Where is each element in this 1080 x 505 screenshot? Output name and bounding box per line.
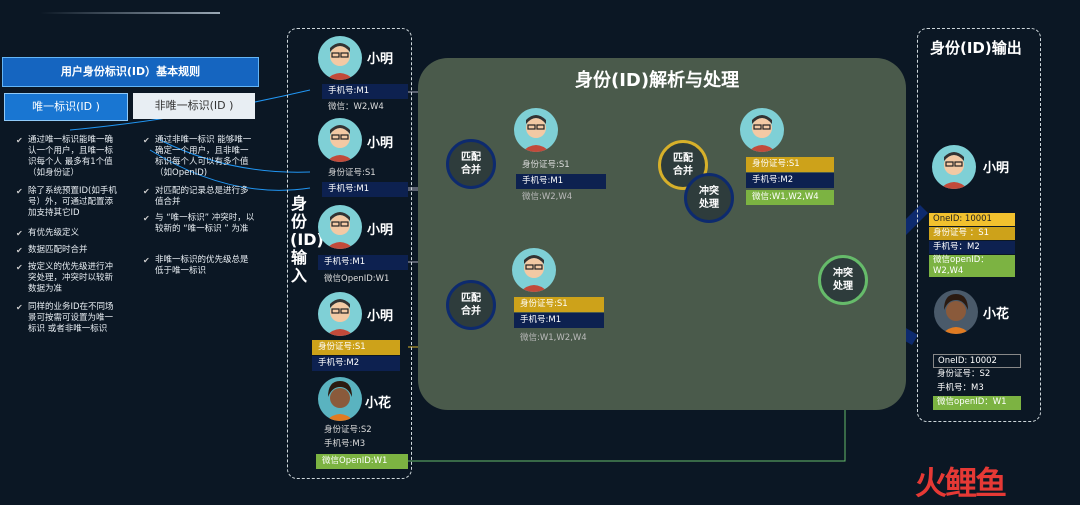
final-field-phone: 手机号:M2 [746,173,834,188]
avatar-xiaoming-1 [318,36,362,80]
output-id: 身份证号：S2 [937,369,991,379]
person-name: 小明 [367,136,394,151]
process-panel [418,58,906,410]
merged-field-phone: 手机号:M1 [516,174,606,189]
output-wechat: 微信openID：W1 [933,396,1021,410]
field-phone: 手机号:M1 [322,182,408,197]
field-phone: 手机号:M1 [318,255,408,270]
field-id: 身份证号:S1 [328,168,376,178]
field-phone: 手机号:M1 [322,84,408,99]
field-phone: 手机号:M3 [324,439,366,449]
output-phone: 手机号：M3 [937,383,984,393]
person-name: 小明 [367,309,394,324]
avatar-xiaohua [318,377,362,421]
field-id: 身份证号:S2 [324,425,372,435]
input-label: 身份(ID)输入 [290,194,324,285]
rules-title: 用户身份标识(ID）基本规则 [2,57,259,87]
final-field-id: 身份证号:S1 [746,157,834,172]
watermark-logo: 火鲤鱼 [915,464,1007,502]
conflict-node-1: 冲突 处理 [684,173,734,223]
unique-rule-2: 除了系统预置ID(如手机号）外，可通过配置添加支持其它ID [16,186,120,219]
final-field-wechat: 微信:W1,W2,W4 [746,190,834,205]
avatar-merged-top [514,108,558,152]
person-name: 小花 [365,396,392,411]
avatar-merged-final [740,108,784,152]
output-panel [917,28,1041,422]
output-phone: 手机号：M2 [929,241,1015,254]
field-openid: 微信OpenID:W1 [316,454,408,469]
merged-field-wechat: 微信:W2,W4 [522,192,573,202]
avatar-xiaoming-3 [318,205,362,249]
field-wechat: 微信：W2,W4 [328,102,384,112]
output-title: 身份(ID)输出 [930,39,1022,57]
person-name: 小明 [367,223,394,238]
nonunique-rule-1: 通过非唯一标识 能够唯一确定一个用户，且非唯一标识每个人可以有多个值（如Open… [143,135,255,179]
output-oneid: OneID: 10001 [929,213,1015,226]
person-name: 小明 [367,52,394,67]
nonunique-rule-3: 与 “唯一标识” 冲突时，以较新的 “唯一标识 ” 为准 [143,213,255,235]
unique-rule-6: 同样的业务ID在不同场景可按需可设置为唯一标识 或者非唯一标识 [16,302,120,335]
avatar-xiaoming-2 [318,118,362,162]
output-person-name: 小明 [983,161,1010,176]
avatar-merged-bottom [512,248,556,292]
output-person-name: 小花 [983,307,1010,322]
merged-field-wechat: 微信:W1,W2,W4 [520,333,587,343]
field-id: 身份证号:S1 [312,340,400,355]
tab-unique-id[interactable]: 唯一标识(ID ) [4,93,128,121]
tab-nonunique-id[interactable]: 非唯一标识(ID ) [133,93,255,119]
nonunique-rule-4: 非唯一标识的优先级总是低于唯一标识 [143,255,255,277]
unique-rule-3: 有优先级定义 [16,228,120,239]
avatar-output-xiaohua [934,290,978,334]
output-wechat: 微信openID：W2,W4 [929,255,1015,277]
merged-field-id: 身份证号:S1 [514,297,604,312]
match-merge-node-1: 匹配 合并 [446,139,496,189]
top-accent-line [40,12,220,14]
nonunique-rule-2: 对匹配的记录总是进行多值合并 [143,186,255,208]
merged-field-phone: 手机号:M1 [514,313,604,328]
field-phone: 手机号:M2 [312,356,400,371]
output-oneid: OneID: 10002 [933,354,1021,368]
conflict-node-2: 冲突 处理 [818,255,868,305]
match-merge-node-2: 匹配 合并 [446,280,496,330]
field-openid: 微信OpenID:W1 [324,274,390,284]
match-merge-node-3: 匹配 合并 [658,140,708,190]
avatar-output-xiaoming [932,145,976,189]
unique-rule-4: 数据匹配时合并 [16,245,120,256]
process-title: 身份(ID)解析与处理 [575,70,740,91]
unique-rule-1: 通过唯一标识能唯一确认一个用户，且唯一标识每个人 最多有1个值（如身份证） [16,135,120,179]
avatar-xiaoming-4 [318,292,362,336]
input-panel [287,28,412,479]
unique-rule-5: 按定义的优先级进行冲突处理，冲突时以较新数据为准 [16,262,120,295]
merged-field-id: 身份证号:S1 [522,160,570,170]
output-id: 身份证号 ：S1 [929,227,1015,240]
